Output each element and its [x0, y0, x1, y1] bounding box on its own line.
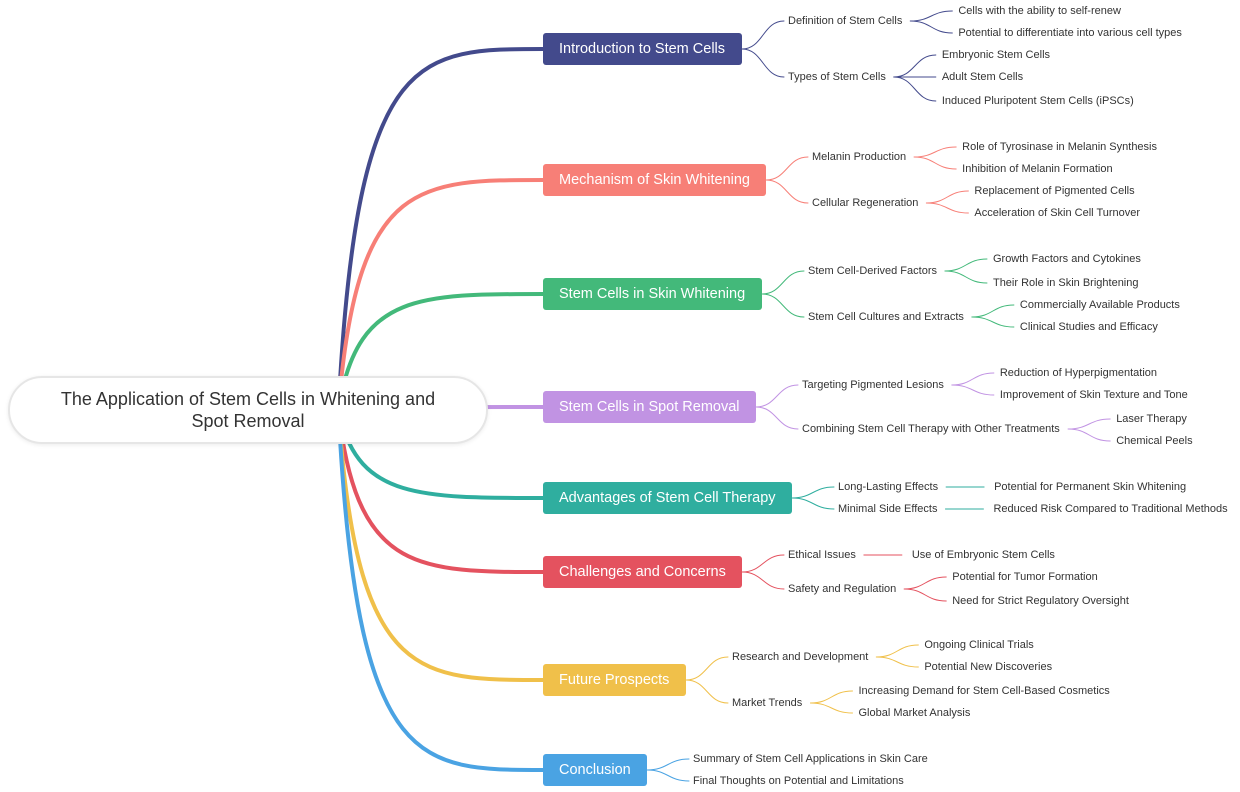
leaf-reduced-risk-compared-to-traditional-methods[interactable]: Reduced Risk Compared to Traditional Met… — [993, 503, 1228, 515]
subtopic-leaf-connector — [903, 576, 947, 590]
branch-subtopic-connector — [685, 656, 729, 681]
branch-topic-stem-cells-in-skin-whitening[interactable]: Stem Cells in Skin Whitening — [543, 278, 762, 310]
subtopic-leaf-connector — [1067, 428, 1111, 442]
leaf-cells-with-the-ability-to-self-renew[interactable]: Cells with the ability to self-renew — [958, 5, 1121, 17]
leaf-potential-for-tumor-formation[interactable]: Potential for Tumor Formation — [952, 571, 1098, 583]
branch-topic-challenges-and-concerns[interactable]: Challenges and Concerns — [543, 556, 742, 588]
leaf-role-of-tyrosinase-in-melanin-synthesis[interactable]: Role of Tyrosinase in Melanin Synthesis — [962, 141, 1157, 153]
leaf-potential-new-discoveries[interactable]: Potential New Discoveries — [924, 661, 1053, 673]
subtopic-leaf-connector — [903, 588, 947, 602]
leaf-need-for-strict-regulatory-oversight[interactable]: Need for Strict Regulatory Oversight — [952, 595, 1129, 607]
branch-subtopic-connector — [765, 179, 809, 204]
subtopic-stem-cell-cultures-and-extracts[interactable]: Stem Cell Cultures and Extracts — [808, 311, 964, 323]
subtopic-ethical-issues[interactable]: Ethical Issues — [788, 549, 856, 561]
root-branch-connector — [338, 292, 545, 403]
branch-subtopic-connector — [755, 406, 799, 430]
leaf-clinical-studies-and-efficacy[interactable]: Clinical Studies and Efficacy — [1019, 321, 1158, 333]
leaf-replacement-of-pigmented-cells[interactable]: Replacement of Pigmented Cells — [974, 185, 1135, 197]
subtopic-leaf-connector — [951, 384, 995, 396]
subtopic-final-thoughts-on-potential-and-limitations[interactable]: Final Thoughts on Potential and Limitati… — [693, 775, 904, 787]
branch-topic-introduction-to-stem-cells[interactable]: Introduction to Stem Cells — [543, 33, 742, 65]
subtopic-leaf-connector — [913, 156, 957, 170]
subtopic-leaf-connector — [944, 258, 988, 272]
leaf-ongoing-clinical-trials[interactable]: Ongoing Clinical Trials — [924, 639, 1034, 651]
subtopic-definition-of-stem-cells[interactable]: Definition of Stem Cells — [788, 15, 903, 27]
branch-subtopic-connector — [765, 156, 809, 181]
subtopic-types-of-stem-cells[interactable]: Types of Stem Cells — [788, 71, 886, 83]
leaf-laser-therapy[interactable]: Laser Therapy — [1116, 413, 1187, 425]
subtopic-targeting-pigmented-lesions[interactable]: Targeting Pigmented Lesions — [802, 379, 944, 391]
subtopic-leaf-connector — [971, 316, 1015, 328]
root-branch-connector — [338, 420, 545, 574]
subtopic-leaf-connector — [875, 644, 919, 658]
leaf-adult-stem-cells[interactable]: Adult Stem Cells — [941, 71, 1024, 83]
root-branch-connector — [338, 429, 545, 682]
branch-subtopic-connector — [741, 48, 785, 78]
subtopic-research-and-development[interactable]: Research and Development — [732, 651, 869, 663]
subtopic-cellular-regeneration[interactable]: Cellular Regeneration — [812, 197, 919, 209]
branch-topic-future-prospects[interactable]: Future Prospects — [543, 664, 686, 696]
subtopic-leaf-connector — [909, 10, 953, 22]
leaf-their-role-in-skin-brightening[interactable]: Their Role in Skin Brightening — [992, 277, 1139, 289]
subtopic-summary-of-stem-cell-applications-in-skin-care[interactable]: Summary of Stem Cell Applications in Ski… — [693, 753, 928, 765]
root-branch-connector — [338, 415, 545, 500]
branch-subtopic-connector — [685, 679, 729, 704]
branch-subtopic-connector — [741, 20, 785, 50]
subtopic-market-trends[interactable]: Market Trends — [732, 697, 803, 709]
subtopic-leaf-connector — [913, 146, 957, 158]
leaf-growth-factors-and-cytokines[interactable]: Growth Factors and Cytokines — [992, 253, 1141, 265]
subtopic-leaf-connector — [909, 20, 953, 34]
subtopic-leaf-connector — [810, 690, 854, 704]
subtopic-leaf-connector — [951, 372, 995, 386]
leaf-reduction-of-hyperpigmentation[interactable]: Reduction of Hyperpigmentation — [999, 367, 1158, 379]
branch-subtopic-connector — [755, 384, 799, 408]
leaf-potential-for-permanent-skin-whitening[interactable]: Potential for Permanent Skin Whitening — [994, 481, 1187, 493]
leaf-inhibition-of-melanin-formation[interactable]: Inhibition of Melanin Formation — [962, 163, 1113, 175]
leaf-induced-pluripotent-stem-cells-ipscs[interactable]: Induced Pluripotent Stem Cells (iPSCs) — [941, 95, 1134, 107]
subtopic-long-lasting-effects[interactable]: Long-Lasting Effects — [838, 481, 939, 493]
subtopic-combining-stem-cell-therapy-with-other-treatments[interactable]: Combining Stem Cell Therapy with Other T… — [802, 423, 1060, 435]
leaf-commercially-available-products[interactable]: Commercially Available Products — [1019, 299, 1180, 311]
subtopic-leaf-connector — [925, 202, 969, 214]
leaf-embryonic-stem-cells[interactable]: Embryonic Stem Cells — [941, 49, 1051, 61]
subtopic-leaf-connector — [893, 76, 937, 102]
branch-subtopic-connector — [646, 758, 690, 771]
subtopic-melanin-production[interactable]: Melanin Production — [812, 151, 907, 163]
leaf-potential-to-differentiate-into-various-cell-types[interactable]: Potential to differentiate into various … — [958, 27, 1182, 39]
branch-subtopic-connector — [646, 769, 690, 782]
leaf-increasing-demand-for-stem-cell-based-cosmetics[interactable]: Increasing Demand for Stem Cell-Based Co… — [858, 685, 1110, 697]
branch-subtopic-connector — [741, 554, 785, 573]
branch-subtopic-connector — [761, 270, 805, 295]
subtopic-leaf-connector — [1067, 418, 1111, 430]
root-branch-connector — [338, 178, 545, 394]
root-topic[interactable]: The Application of Stem Cells in Whiteni… — [8, 376, 488, 444]
branch-subtopic-connector — [791, 486, 835, 499]
leaf-improvement-of-skin-texture-and-tone[interactable]: Improvement of Skin Texture and Tone — [999, 389, 1188, 401]
subtopic-leaf-connector — [893, 54, 937, 78]
leaf-use-of-embryonic-stem-cells[interactable]: Use of Embryonic Stem Cells — [911, 549, 1055, 561]
leaf-acceleration-of-skin-cell-turnover[interactable]: Acceleration of Skin Cell Turnover — [974, 207, 1141, 219]
subtopic-leaf-connector — [875, 656, 919, 668]
leaf-chemical-peels[interactable]: Chemical Peels — [1116, 435, 1193, 447]
subtopic-leaf-connector — [925, 190, 969, 204]
subtopic-leaf-connector — [810, 702, 854, 714]
subtopic-stem-cell-derived-factors[interactable]: Stem Cell-Derived Factors — [808, 265, 937, 277]
root-branch-connector — [338, 47, 545, 384]
branch-topic-stem-cells-in-spot-removal[interactable]: Stem Cells in Spot Removal — [543, 391, 756, 423]
branch-topic-conclusion[interactable]: Conclusion — [543, 754, 647, 786]
branch-topic-advantages-of-stem-cell-therapy[interactable]: Advantages of Stem Cell Therapy — [543, 482, 792, 514]
branch-subtopic-connector — [741, 571, 785, 590]
subtopic-minimal-side-effects[interactable]: Minimal Side Effects — [838, 503, 938, 515]
leaf-global-market-analysis[interactable]: Global Market Analysis — [858, 707, 971, 719]
subtopic-leaf-connector — [944, 270, 988, 284]
branch-subtopic-connector — [791, 497, 835, 510]
branch-subtopic-connector — [761, 293, 805, 318]
root-branch-connector — [338, 436, 545, 772]
subtopic-leaf-connector — [971, 304, 1015, 318]
subtopic-safety-and-regulation[interactable]: Safety and Regulation — [788, 583, 897, 595]
branch-topic-mechanism-of-skin-whitening[interactable]: Mechanism of Skin Whitening — [543, 164, 766, 196]
